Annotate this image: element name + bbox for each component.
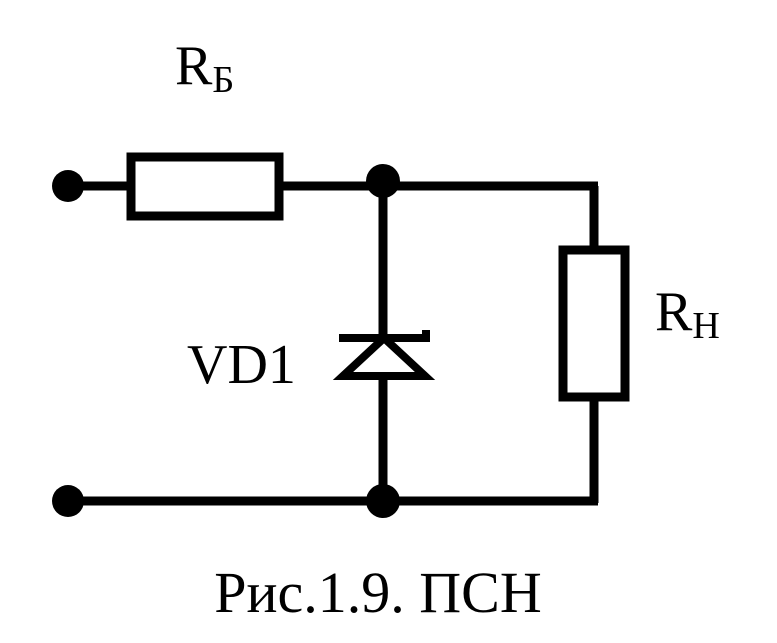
load-resistor [558,245,630,402]
ballast-resistor [126,152,284,221]
junction-node-top [366,164,400,198]
zener-triangle [332,332,436,380]
zener-diode [332,330,436,380]
junction-node-bottom [366,484,400,518]
zener-bar [339,330,430,342]
zener-diode-label: VD1 [187,334,296,396]
load-resistor-label: RН [655,281,720,347]
rn-subscript: Н [692,305,719,347]
rn-main: R [655,281,693,343]
rb-main: R [175,35,213,97]
input-terminal-bottom [52,485,84,517]
wires [68,181,599,506]
figure-caption: Рис.1.9. ПСН [214,560,542,625]
ballast-resistor-label: RБ [175,35,234,101]
rb-subscript: Б [212,59,234,101]
input-terminal-top [52,170,84,202]
